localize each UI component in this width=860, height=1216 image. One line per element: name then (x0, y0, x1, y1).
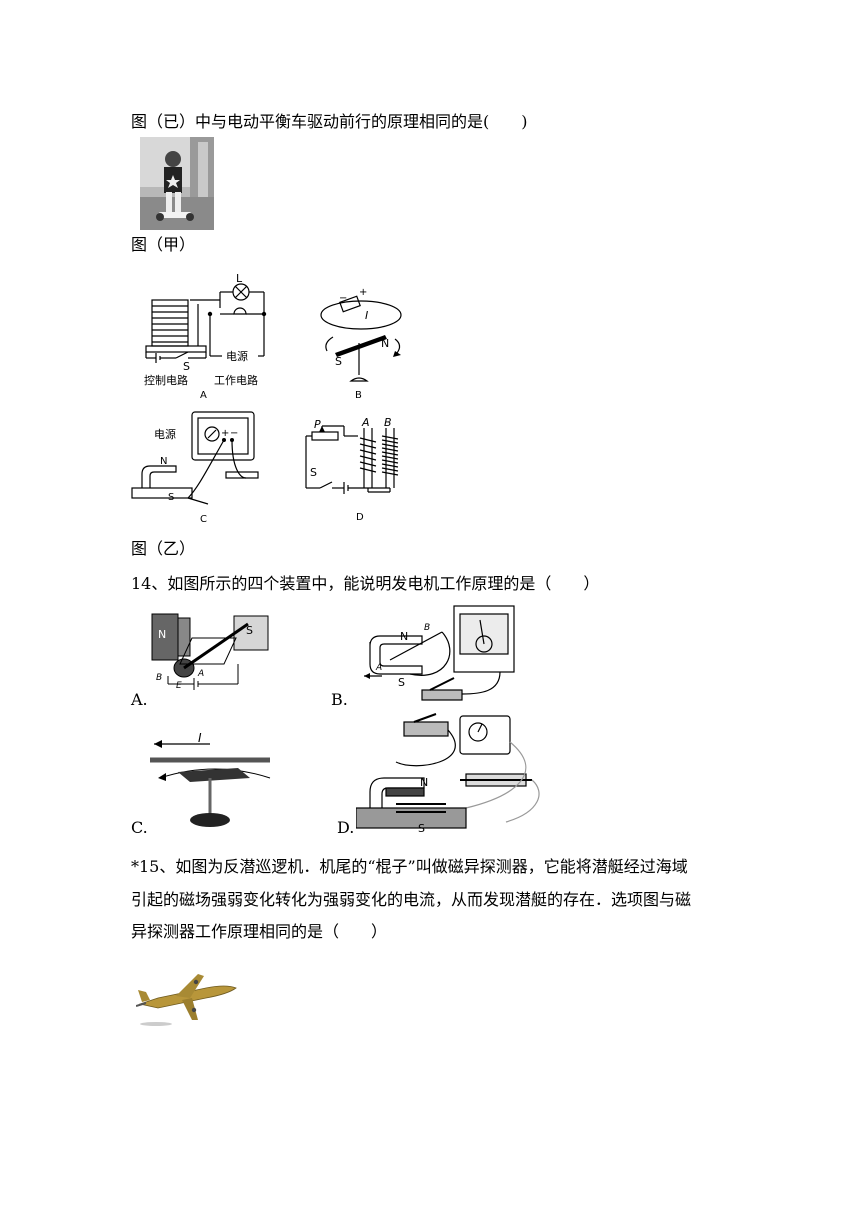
fig-a-a-label: A (197, 669, 204, 679)
fig-b-n-label: N (400, 630, 408, 643)
fig-a-n-label: N (158, 628, 166, 641)
relay-circuit-diagram: L S 电源 控制电路 工作电路 A (144, 272, 267, 400)
fig-d-s-label: S (418, 822, 425, 835)
option-c-letter: C (200, 514, 207, 525)
switch-s-label: S (310, 466, 317, 479)
fig-yi-caption: 图（乙） (131, 539, 196, 558)
fig-jia-caption: 图（甲） (131, 235, 196, 254)
current-label: I (365, 309, 368, 322)
control-circuit-label: 控制电路 (144, 373, 188, 387)
needle-s-label: S (335, 355, 342, 368)
motor-source-label: 电源 (154, 427, 176, 441)
motor-minus: − (230, 428, 238, 439)
fig-b-b-label: B (424, 623, 430, 633)
battery-plus: + (359, 287, 367, 298)
q15-question-line-1: *15、如图为反潜巡逻机．机尾的“棍子”叫做磁异探测器，它能将潜艇经过海域 (131, 857, 688, 876)
fig-b-s-label: S (398, 676, 405, 689)
needle-n-label: N (381, 337, 389, 350)
fig-a-e-label: E (176, 681, 182, 691)
work-circuit-label: 工作电路 (214, 374, 258, 387)
battery-minus: − (339, 293, 347, 304)
q14-option-a-label: A. (131, 690, 148, 709)
option-b-letter: B (355, 390, 362, 400)
q14-figure-a: N S B E A (151, 613, 269, 691)
electromagnet-diagram: P A B S D (305, 418, 399, 523)
motor-s-label: S (168, 492, 174, 503)
fig-d-n-label: N (420, 776, 428, 789)
balance-scooter-photo (140, 137, 214, 230)
q14-figure-d: N S (356, 713, 540, 835)
relay-lamp-label: L (236, 272, 243, 285)
magnet-b-label: B (384, 418, 392, 429)
q15-question-line-2: 引起的磁场强弱变化转化为强弱变化的电流，从而发现潜艇的存在．选项图与磁 (131, 890, 692, 909)
magnet-a-label: A (361, 418, 370, 429)
oersted-experiment-diagram: − + I S N B (320, 287, 402, 400)
patrol-aircraft-photo (136, 968, 240, 1028)
fig-b-a-label: A (375, 663, 382, 673)
motor-n-label: N (160, 456, 167, 467)
fig-a-b-label: B (156, 673, 162, 683)
motor-plus: + (221, 428, 229, 439)
option-a-letter: A (200, 390, 207, 400)
relay-source-label: 电源 (226, 349, 248, 363)
q14-figure-c: I (150, 731, 271, 827)
fig-a-s-label: S (246, 624, 253, 637)
relay-switch-label: S (183, 360, 190, 373)
q14-option-c-label: C. (131, 818, 148, 837)
motor-principle-diagram: 电源 + − N S C (131, 411, 259, 525)
q14-question: 14、如图所示的四个装置中，能说明发电机工作原理的是（ ） (131, 574, 600, 593)
q14-option-b-label: B. (331, 690, 348, 709)
rheostat-p-label: P (314, 418, 321, 431)
option-d-letter: D (356, 512, 364, 523)
q14-figure-b: N S A B (364, 605, 515, 701)
q14-option-d-label: D. (337, 818, 355, 837)
q13-question: 图（已）中与电动平衡车驱动前行的原理相同的是( ) (131, 112, 528, 131)
fig-c-current-label: I (198, 731, 202, 745)
q15-question-line-3: 异探测器工作原理相同的是（ ） (131, 922, 388, 941)
